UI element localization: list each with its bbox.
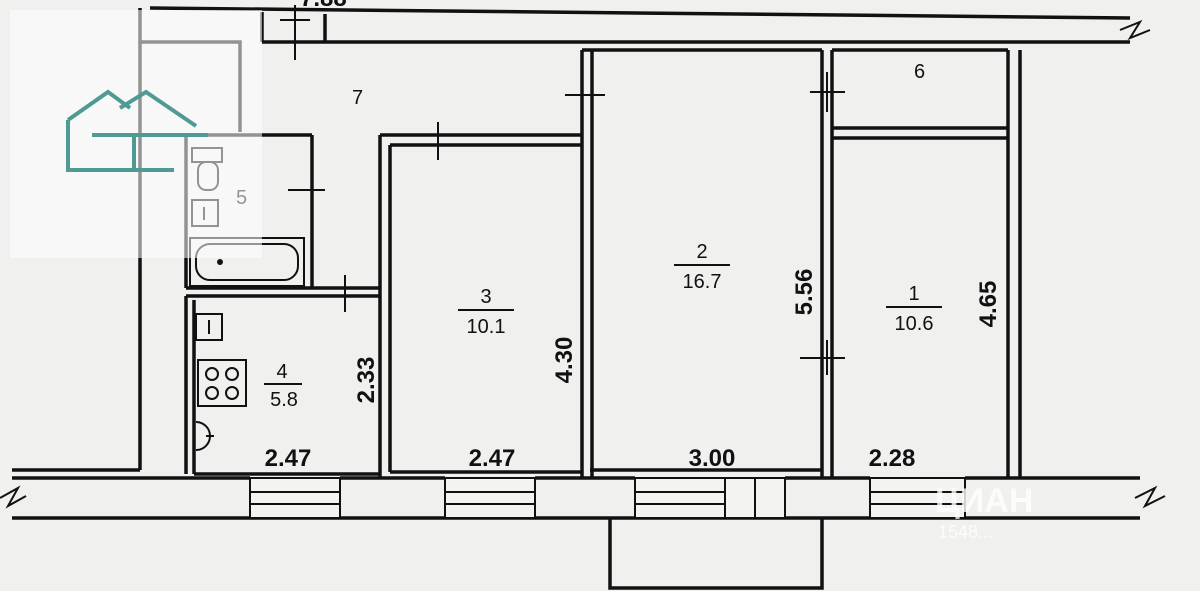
room1-height-label: 4.65: [975, 281, 1002, 328]
kitchen-sink-icon: [195, 313, 223, 341]
watermark-brand: ЦИАН: [935, 482, 1033, 520]
walls: [0, 6, 1166, 590]
room2-height-label: 5.56: [791, 269, 818, 316]
room1-width-label: 2.28: [869, 445, 916, 472]
dimension-labels: 2.47 2.47 3.00 2.28 2.33 4.30 5.56 4.65: [265, 269, 1002, 472]
room-3-area: 10.1: [467, 316, 506, 338]
heater-icon: [195, 421, 214, 451]
room-1-area: 10.6: [895, 313, 934, 335]
room-1-number: 1: [908, 283, 919, 305]
windows: [249, 477, 966, 519]
room-7-number: 7: [352, 87, 363, 109]
room3-height-label: 4.30: [551, 337, 578, 384]
room4-height-label: 2.33: [353, 357, 380, 404]
door-marks: [280, 5, 845, 375]
room-3-number: 3: [480, 286, 491, 308]
room-4-number: 4: [276, 361, 287, 383]
watermark-id: 1548...: [938, 522, 993, 542]
house-logo-icon: [66, 89, 208, 172]
watermark: ЦИАН 1548...: [935, 482, 1033, 542]
room-2-area: 16.7: [683, 271, 722, 293]
stove-icon: [197, 359, 247, 407]
room-2-number: 2: [696, 241, 707, 263]
room-labels: 7 6 5 4 5.8 3 10.1 2 16.7 1 10.6: [236, 61, 942, 411]
room-6-number: 6: [914, 61, 925, 83]
room4-width-label: 2.47: [265, 445, 312, 472]
agency-logo: [10, 10, 262, 258]
room-4-area: 5.8: [270, 389, 298, 411]
room2-width-label: 3.00: [689, 445, 736, 472]
room3-width-label: 2.47: [469, 445, 516, 472]
